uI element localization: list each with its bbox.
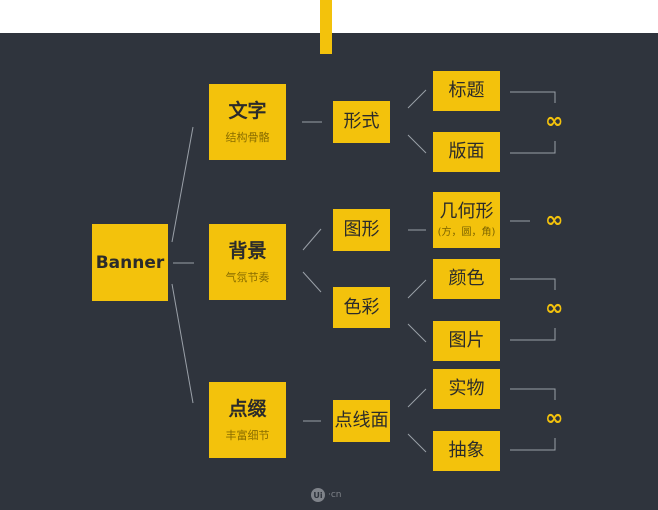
node-layout-label: 版面 <box>448 141 485 162</box>
node-pointline: 点线面 <box>333 400 390 442</box>
node-geometry: 几何形 (方，圆，角) <box>433 192 500 248</box>
bracket-pointline-lower <box>510 438 556 451</box>
node-shape-label: 图形 <box>343 219 380 240</box>
node-color-label: 色彩 <box>343 296 380 318</box>
connector-color-image <box>407 323 427 343</box>
node-text: 文字 结构骨骼 <box>209 84 286 160</box>
infinity-icon-pointline: ∞ <box>545 406 564 431</box>
node-abstract-label: 抽象 <box>448 440 485 461</box>
node-background-subtitle: 气氛节奏 <box>225 271 270 284</box>
node-object-label: 实物 <box>448 378 485 399</box>
connector-form-layout <box>407 134 427 154</box>
connector-root-text <box>171 126 194 243</box>
node-geometry-label: 几何形 <box>439 201 494 222</box>
node-form: 形式 <box>333 101 390 143</box>
node-geometry-note: (方，圆，角) <box>437 227 496 238</box>
node-hue-label: 颜色 <box>448 268 485 289</box>
node-image: 图片 <box>433 321 500 361</box>
node-pointline-label: 点线面 <box>334 410 389 431</box>
node-layout: 版面 <box>433 132 500 172</box>
node-color: 色彩 <box>333 287 390 328</box>
connector-form-title <box>407 89 427 109</box>
node-title: 标题 <box>433 71 500 111</box>
node-object: 实物 <box>433 369 500 409</box>
node-background: 背景 气氛节奏 <box>209 224 286 300</box>
node-background-title: 背景 <box>228 240 267 262</box>
infinity-icon-geometry: ∞ <box>545 208 564 233</box>
infinity-icon-form: ∞ <box>545 109 564 134</box>
watermark-logo: Ui ·cn <box>311 488 342 502</box>
node-form-label: 形式 <box>343 111 380 132</box>
infinity-icon-color: ∞ <box>545 296 564 321</box>
bracket-pointline <box>510 388 556 400</box>
connector-bg-color <box>302 271 322 293</box>
node-image-label: 图片 <box>448 330 485 351</box>
node-hue: 颜色 <box>433 259 500 299</box>
node-accent-title: 点缀 <box>228 398 267 420</box>
bracket-form-lower <box>510 141 556 154</box>
node-shape: 图形 <box>333 209 390 251</box>
root-label: Banner <box>95 252 165 273</box>
root-node: Banner <box>92 224 168 301</box>
node-text-title: 文字 <box>228 100 267 122</box>
top-accent-bar <box>320 0 332 54</box>
connector-color-hue <box>407 279 427 299</box>
bracket-form <box>510 91 556 103</box>
connector-bg-shape <box>302 228 322 251</box>
connector-pointline-abstract <box>407 433 427 453</box>
bracket-color-lower <box>510 328 556 341</box>
bracket-color <box>510 278 556 290</box>
node-text-subtitle: 结构骨骼 <box>225 131 270 144</box>
node-abstract: 抽象 <box>433 431 500 471</box>
connector-pointline-object <box>407 388 427 408</box>
node-accent-subtitle: 丰富细节 <box>225 429 270 442</box>
connector-root-accent <box>171 283 194 404</box>
node-accent: 点缀 丰富细节 <box>209 382 286 458</box>
watermark-text: ·cn <box>328 490 342 500</box>
node-title-label: 标题 <box>448 80 485 101</box>
ui-logo-icon: Ui <box>311 488 325 502</box>
